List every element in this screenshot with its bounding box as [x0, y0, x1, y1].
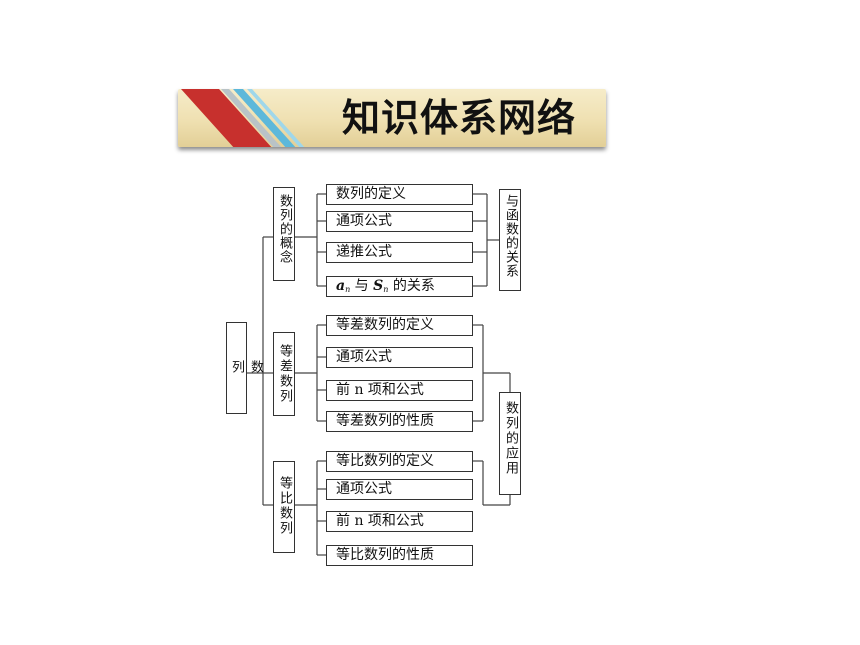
group-node-arithmetic: 等差数列	[273, 332, 295, 416]
banner-title: 知识体系网络	[341, 96, 576, 140]
application-node: 数列的应用	[499, 392, 521, 495]
item-an-sn-relation: an 与 Sn 的关系	[326, 276, 473, 297]
function-relation-node: 与函数的关系	[499, 189, 521, 291]
item-arithmetic-definition: 等差数列的定义	[326, 315, 473, 336]
item-sequence-definition: 数列的定义	[326, 184, 473, 205]
group-label-concept: 数列的概念	[277, 194, 292, 264]
an-sn-mid: 与	[350, 278, 374, 294]
item-geometric-properties: 等比数列的性质	[326, 545, 473, 566]
group-node-concept: 数列的概念	[273, 187, 295, 281]
group-label-arithmetic: 等差数列	[277, 344, 292, 404]
an-subscript: n	[345, 285, 351, 294]
root-node: 数 列	[226, 322, 263, 414]
group-node-geometric: 等比数列	[273, 461, 295, 553]
section-banner: 知识体系网络	[178, 89, 606, 147]
item-general-term-3: 通项公式	[326, 479, 473, 500]
application-label: 数列的应用	[503, 401, 518, 476]
item-geometric-definition: 等比数列的定义	[326, 451, 473, 472]
item-general-term-1: 通项公式	[326, 211, 473, 232]
an-symbol: a	[336, 278, 346, 294]
sn-subscript: n	[383, 285, 389, 294]
item-geometric-sum: 前 n 项和公式	[326, 511, 473, 532]
group-label-geometric: 等比数列	[277, 476, 292, 536]
item-general-term-2: 通项公式	[326, 347, 473, 368]
sn-symbol: S	[373, 278, 384, 294]
item-arithmetic-properties: 等差数列的性质	[326, 411, 473, 432]
item-arithmetic-sum: 前 n 项和公式	[326, 380, 473, 401]
root-label: 数 列	[229, 359, 263, 414]
function-relation-label: 与函数的关系	[503, 194, 518, 278]
an-sn-tail: 的关系	[388, 278, 435, 294]
item-recurrence: 递推公式	[326, 242, 473, 263]
